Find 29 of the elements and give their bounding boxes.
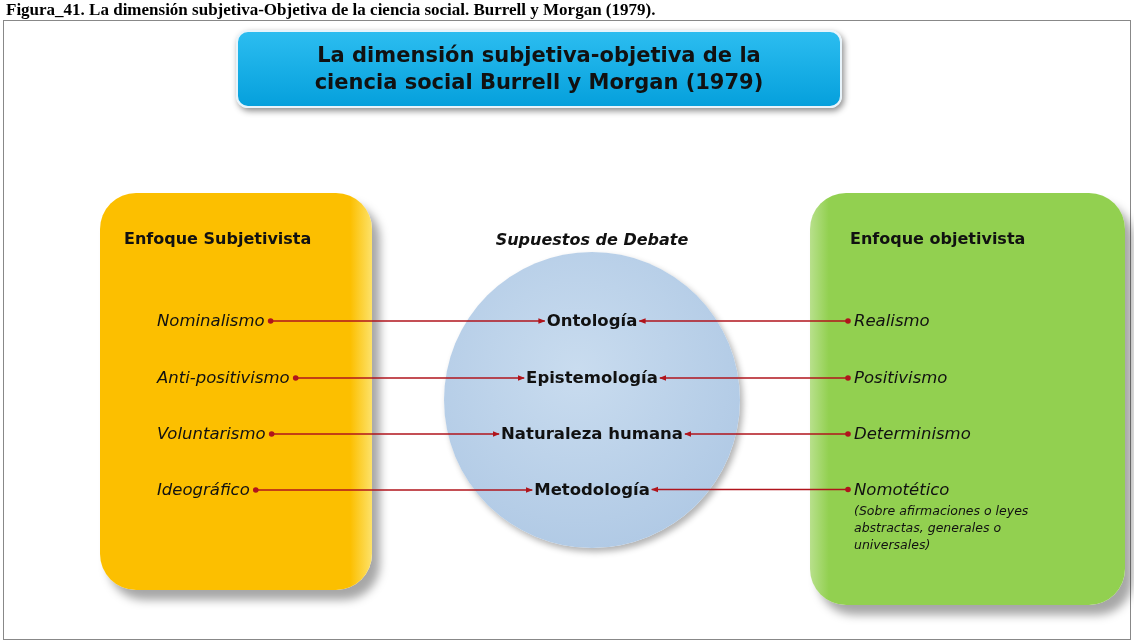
arrow xyxy=(684,431,851,437)
assumption-label: Epistemología xyxy=(526,368,658,388)
arrow xyxy=(659,375,851,381)
arrow xyxy=(651,486,851,493)
position-label: Voluntarismo xyxy=(157,424,266,444)
arrow xyxy=(638,318,851,324)
arrow xyxy=(267,318,546,324)
position-label: Realismo xyxy=(854,311,930,331)
circle-heading: Supuestos de Debate xyxy=(495,230,689,249)
approach-panel xyxy=(810,193,1125,605)
title-text: La dimensión subjetiva-objetiva de la ciencia social Burrell y Morgan (1979) xyxy=(313,41,765,96)
arrow xyxy=(253,487,533,493)
position-label: Ideográfico xyxy=(157,480,250,500)
position-label: Determinismo xyxy=(854,424,971,444)
assumption-label: Ontología xyxy=(546,311,638,331)
position-label: Positivismo xyxy=(854,368,948,388)
panel-heading: Enfoque Subjetivista xyxy=(124,229,312,248)
title-banner xyxy=(236,30,842,108)
arrow xyxy=(268,431,500,437)
arrow xyxy=(292,375,525,381)
figure-caption: Figura_41. La dimensión subjetiva-Objetiva de la ciencia social. Burrell y Morgan (1979). xyxy=(6,0,656,20)
position-label: Anti-positivismo xyxy=(157,368,290,388)
approach-panel xyxy=(100,193,372,590)
position-label: Nominalismo xyxy=(157,311,265,331)
position-text: Nomotético xyxy=(854,480,950,499)
assumption-label: Naturaleza humana xyxy=(501,424,683,444)
panel-heading: Enfoque objetivista xyxy=(850,229,1026,248)
assumption-label: Metodología xyxy=(534,480,650,500)
note-text: (Sobre afirmaciones o leyes abstractas, generales o universales) xyxy=(854,502,1030,553)
